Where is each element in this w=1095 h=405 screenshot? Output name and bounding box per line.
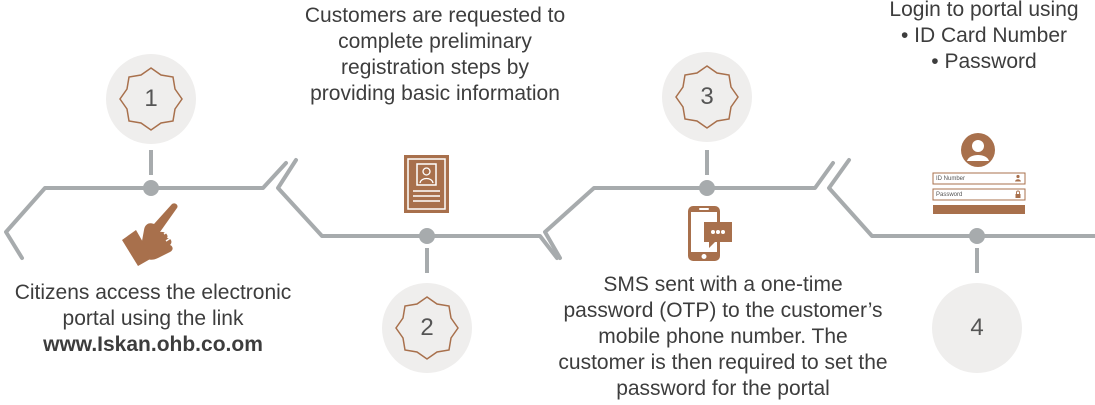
id-number-field bbox=[932, 172, 1026, 185]
id-number-label: ID Number bbox=[936, 176, 966, 182]
timeline-dot-1 bbox=[143, 180, 159, 196]
step-number-1: 1 bbox=[144, 85, 158, 112]
step-number-4: 4 bbox=[970, 314, 984, 341]
timeline-dot-3 bbox=[699, 180, 715, 196]
step-3-line-3: mobile phone number. The bbox=[598, 325, 848, 348]
login-screen-icon bbox=[932, 133, 1026, 214]
step-1-line-1: Citizens access the electronic bbox=[14, 281, 292, 304]
connectors bbox=[149, 150, 979, 273]
pointing-hand-icon bbox=[122, 203, 178, 266]
step-2-line-3: registration steps by bbox=[341, 56, 529, 79]
timeline-dot-2 bbox=[419, 228, 435, 244]
timeline-segment-1 bbox=[4, 161, 288, 260]
step-3-description: SMS sent with a one-time password (OTP) … bbox=[528, 272, 918, 402]
star-outline-icon bbox=[119, 67, 183, 131]
step-4-line-2: • ID Card Number bbox=[900, 24, 1068, 47]
password-label: Password bbox=[936, 192, 963, 198]
step-number-2: 2 bbox=[420, 314, 434, 341]
password-field bbox=[932, 188, 1026, 201]
step-badge-4 bbox=[932, 283, 1022, 373]
user-icon bbox=[1016, 174, 1020, 179]
step-badge-1 bbox=[106, 54, 196, 144]
timeline-dots bbox=[143, 180, 985, 244]
step-2-line-4: providing basic information bbox=[310, 82, 560, 105]
star-outline-icon bbox=[675, 65, 739, 129]
step-1-description: Citizens access the electronic portal us… bbox=[0, 280, 306, 358]
step-badge-2 bbox=[382, 283, 472, 373]
star-outline-icon bbox=[395, 296, 459, 360]
login-button bbox=[933, 205, 1025, 214]
step-2-line-1: Customers are requested to bbox=[304, 4, 566, 27]
registration-form-icon bbox=[404, 155, 449, 213]
timeline-segment-3 bbox=[543, 161, 835, 260]
step-2-description: Customers are requested to complete prel… bbox=[272, 3, 598, 107]
step-4-line-1: Login to portal using bbox=[889, 0, 1079, 21]
step-badge-3 bbox=[662, 52, 752, 142]
portal-link[interactable]: www.Iskan.ohb.co.om bbox=[43, 333, 263, 356]
step-2-line-2: complete preliminary bbox=[338, 30, 532, 53]
step-number-3: 3 bbox=[700, 83, 714, 110]
mobile-sms-icon bbox=[688, 206, 732, 261]
step-3-line-5: password for the portal bbox=[616, 377, 830, 400]
step-3-line-2: password (OTP) to the customer’s bbox=[563, 299, 883, 322]
lock-icon bbox=[1015, 190, 1021, 198]
step-4-line-3: • Password bbox=[931, 50, 1037, 73]
step-3-line-1: SMS sent with a one-time bbox=[603, 273, 843, 296]
timeline-segment-2 bbox=[276, 158, 559, 260]
step-1-line-2: portal using the link bbox=[62, 307, 244, 330]
step-3-line-4: customer is then required to set the bbox=[558, 351, 888, 374]
timeline-dot-4 bbox=[969, 228, 985, 244]
step-4-description: Login to portal using • ID Card Number •… bbox=[862, 0, 1095, 75]
